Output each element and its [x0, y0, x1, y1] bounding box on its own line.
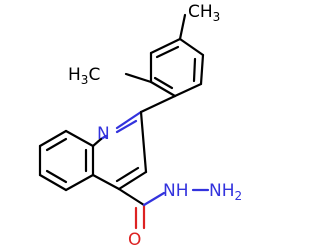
bond: [91, 173, 121, 191]
bond: [115, 119, 138, 134]
bond: [192, 57, 197, 83]
hydrazide-nh2-label: NH2: [209, 181, 242, 203]
bond: [64, 173, 95, 192]
bond: [38, 129, 68, 148]
bond: [199, 53, 205, 86]
methyl-ortho-label: H3C: [68, 65, 100, 87]
bond: [64, 129, 95, 148]
dimethylphenyl-ring: [149, 37, 205, 98]
bond: [117, 170, 148, 191]
bond: [91, 137, 103, 148]
bond: [139, 110, 148, 174]
bond: [115, 110, 143, 130]
bond: [149, 37, 182, 55]
bond: [173, 82, 203, 98]
pyridine-ring: [91, 110, 148, 191]
bond: [45, 169, 68, 184]
bond-biaryl: [139, 94, 177, 114]
bond: [38, 173, 68, 192]
bond: [115, 166, 140, 183]
bond-carbonyl-nh: [142, 191, 166, 207]
bond: [155, 45, 180, 59]
bond-methyl-para: [178, 13, 187, 41]
bond-methyl-ortho: [124, 72, 153, 84]
bond: [178, 37, 205, 57]
methyl-para-label: CH3: [188, 2, 220, 24]
hydrazide-nh-label: NH: [163, 181, 189, 201]
benzo-ring: [38, 129, 95, 192]
bond: [45, 137, 68, 152]
structure-diagram: CH3 H3C N O NH NH2: [38, 2, 243, 250]
bond: [153, 76, 174, 90]
bond-c4-carbonyl: [117, 187, 146, 207]
carbonyl-oxygen-label: O: [128, 230, 141, 250]
bond: [149, 80, 177, 98]
ring-nitrogen-label: N: [97, 124, 110, 144]
